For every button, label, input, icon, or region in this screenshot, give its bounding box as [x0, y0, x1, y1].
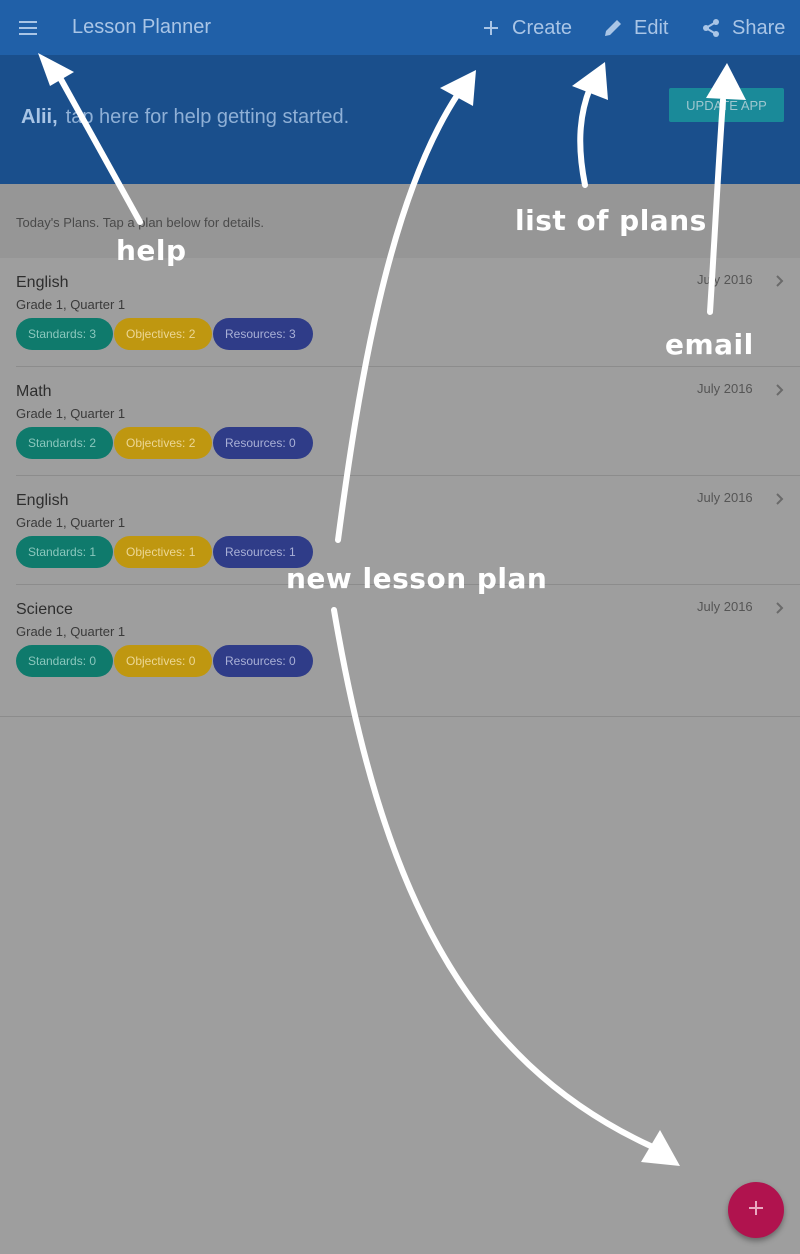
section-hint: Today's Plans. Tap a plan below for deta… — [16, 215, 264, 230]
share-button[interactable]: Share — [700, 12, 785, 44]
share-label: Share — [732, 16, 786, 39]
chevron-right-icon — [772, 382, 788, 398]
standards-badge: Standards: 3 — [16, 318, 113, 350]
new-lesson-plan-button[interactable] — [728, 1182, 784, 1238]
resources-badge: Resources: 1 — [213, 536, 313, 568]
plan-subtitle: Grade 1, Quarter 1 — [16, 515, 126, 530]
objectives-badge: Objectives: 2 — [114, 427, 212, 459]
plus-icon — [747, 1199, 765, 1222]
chevron-right-icon — [772, 600, 788, 616]
help-banner-link[interactable]: Alii, tap here for help getting started. — [21, 106, 349, 129]
plan-badges: Standards: 3 Objectives: 2 Resources: 3 — [16, 318, 314, 350]
annotation-list-of-plans: list of plans — [515, 204, 707, 237]
list-end-divider — [0, 716, 800, 717]
annotation-email: email — [665, 328, 754, 361]
list-item[interactable]: Science Grade 1, Quarter 1 July 2016 Sta… — [0, 585, 800, 694]
chevron-right-icon — [772, 491, 788, 507]
list-item[interactable]: English Grade 1, Quarter 1 July 2016 Sta… — [0, 476, 800, 585]
plan-subject: Science — [16, 601, 73, 618]
app-title: Lesson Planner — [72, 16, 211, 38]
plan-date: July 2016 — [697, 272, 753, 287]
plan-subject: Math — [16, 383, 52, 400]
list-item[interactable]: Math Grade 1, Quarter 1 July 2016 Standa… — [0, 367, 800, 476]
plus-icon — [480, 17, 502, 39]
share-icon — [700, 17, 722, 39]
objectives-badge: Objectives: 2 — [114, 318, 212, 350]
resources-badge: Resources: 3 — [213, 318, 313, 350]
help-message: tap here for help getting started. — [65, 106, 350, 128]
user-name: Alii, — [21, 106, 58, 128]
annotation-new-lesson-plan: new lesson plan — [286, 562, 548, 595]
plan-subtitle: Grade 1, Quarter 1 — [16, 297, 126, 312]
list-item[interactable]: English Grade 1, Quarter 1 July 2016 Sta… — [0, 258, 800, 367]
plan-badges: Standards: 1 Objectives: 1 Resources: 1 — [16, 536, 314, 568]
app-toolbar: Lesson Planner Create Edit — [0, 0, 800, 55]
plan-date: July 2016 — [697, 490, 753, 505]
plan-badges: Standards: 2 Objectives: 2 Resources: 0 — [16, 427, 314, 459]
create-label: Create — [512, 16, 573, 39]
standards-badge: Standards: 2 — [16, 427, 113, 459]
plan-subtitle: Grade 1, Quarter 1 — [16, 624, 126, 639]
pencil-icon — [602, 17, 624, 39]
plan-subject: English — [16, 492, 69, 509]
standards-badge: Standards: 1 — [16, 536, 113, 568]
chevron-right-icon — [772, 273, 788, 289]
update-app-button[interactable]: UPDATE APP — [669, 88, 784, 122]
divider — [16, 584, 800, 585]
annotation-help: help — [116, 234, 187, 267]
objectives-badge: Objectives: 1 — [114, 536, 212, 568]
resources-badge: Resources: 0 — [213, 645, 313, 677]
create-button[interactable]: Create — [480, 12, 572, 44]
menu-icon[interactable] — [14, 14, 42, 42]
edit-button[interactable]: Edit — [602, 12, 668, 44]
edit-label: Edit — [634, 16, 669, 39]
plan-badges: Standards: 0 Objectives: 0 Resources: 0 — [16, 645, 314, 677]
plan-date: July 2016 — [697, 381, 753, 396]
resources-badge: Resources: 0 — [213, 427, 313, 459]
standards-badge: Standards: 0 — [16, 645, 113, 677]
plan-subject: English — [16, 274, 69, 291]
objectives-badge: Objectives: 0 — [114, 645, 212, 677]
plan-date: July 2016 — [697, 599, 753, 614]
plan-subtitle: Grade 1, Quarter 1 — [16, 406, 126, 421]
